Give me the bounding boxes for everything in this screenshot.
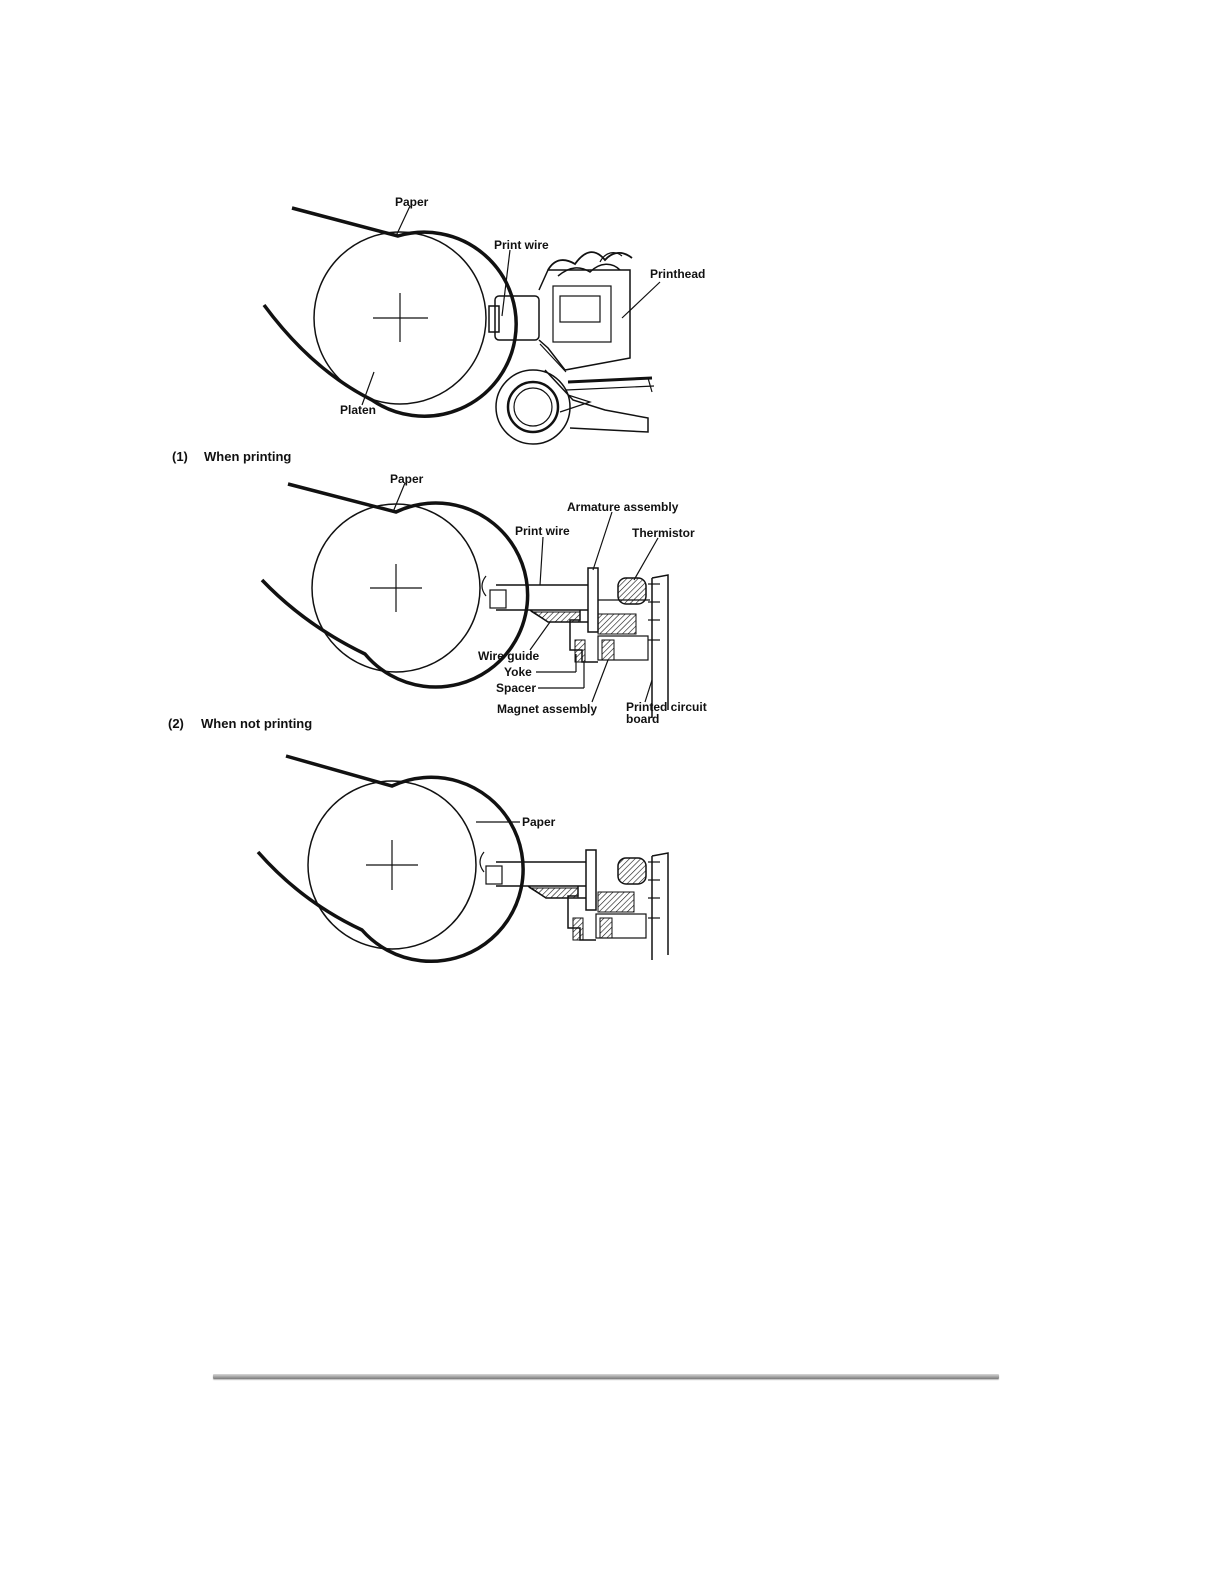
label-line: board xyxy=(626,712,659,726)
label-paper: Paper xyxy=(395,195,429,209)
platen-center-mark xyxy=(366,840,418,890)
thermistor-block xyxy=(618,858,646,884)
label-paper: Paper xyxy=(390,472,424,486)
print-mechanism xyxy=(482,568,668,718)
label-yoke: Yoke xyxy=(504,665,532,679)
figure-when-not-printing: Paper xyxy=(258,756,668,961)
caption-number: (2) xyxy=(168,716,184,731)
cooling-fins xyxy=(548,252,632,276)
label-platen: Platen xyxy=(340,403,376,417)
platen-center-mark xyxy=(370,564,422,612)
label-printhead: Printhead xyxy=(650,267,705,281)
figure-when-printing: Paper Armature assembly Print wire Therm… xyxy=(262,472,710,726)
label-print-wire: Print wire xyxy=(494,238,549,252)
label-armature-assembly: Armature assembly xyxy=(567,500,679,514)
label-wire-guide: Wire guide xyxy=(478,649,540,663)
circuit-board-edge xyxy=(652,853,668,960)
label-printed-circuit-board: Printed circuit board xyxy=(626,700,710,726)
label-magnet-assembly: Magnet assembly xyxy=(497,702,597,716)
label-thermistor: Thermistor xyxy=(632,526,695,540)
label-print-wire: Print wire xyxy=(515,524,570,538)
carriage-roller xyxy=(496,370,570,444)
caption-text: When not printing xyxy=(201,716,312,731)
leader-lines-fig1 xyxy=(362,206,660,405)
thermistor-block xyxy=(618,578,646,604)
caption-when-printing: (1) When printing xyxy=(172,449,291,464)
caption-text: When printing xyxy=(204,449,291,464)
caption-number: (1) xyxy=(172,449,188,464)
print-mechanism xyxy=(480,850,668,960)
platen-center-mark xyxy=(373,293,428,342)
caption-when-not-printing: (2) When not printing xyxy=(168,716,312,731)
label-spacer: Spacer xyxy=(496,681,536,695)
circuit-board-edge xyxy=(652,575,668,718)
figure-printhead-overview: Paper Print wire Printhead Platen xyxy=(264,195,705,444)
paper-sheet xyxy=(264,208,516,416)
paper-sheet xyxy=(258,756,523,961)
label-paper: Paper xyxy=(522,815,556,829)
horizontal-divider xyxy=(213,1374,999,1379)
